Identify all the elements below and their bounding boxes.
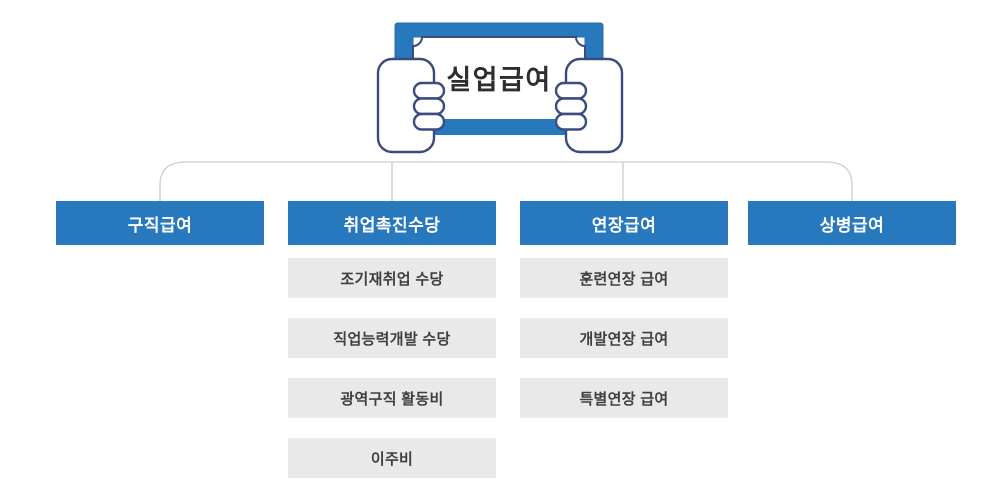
subitem-special-extension-benefit: 특별연장 급여 [520, 378, 728, 418]
placard-frame [394, 22, 604, 121]
diagram-title: 실업급여 [446, 64, 552, 95]
subitem-development-extension-benefit: 개발연장 급여 [520, 318, 728, 358]
banner-placard-icon [376, 22, 624, 154]
category-extended-benefit: 연장급여 [520, 201, 728, 245]
subitem-vocational-ability-development-allowance: 직업능력개발 수당 [288, 318, 496, 358]
subitem-early-reemployment-allowance: 조기재취업 수당 [288, 258, 496, 298]
subitem-training-extension-benefit: 훈련연장 급여 [520, 258, 728, 298]
right-fist-icon [554, 57, 624, 154]
placard-bottom-bar [422, 119, 578, 135]
subitem-moving-expense: 이주비 [288, 438, 496, 478]
subitem-wide-area-job-search-expense: 광역구직 활동비 [288, 378, 496, 418]
category-employment-promotion-allowance: 취업촉진수당 [288, 201, 496, 245]
category-sickness-benefit: 상병급여 [748, 201, 956, 245]
category-job-seeking-benefit: 구직급여 [56, 201, 264, 245]
left-fist-icon [376, 57, 446, 154]
